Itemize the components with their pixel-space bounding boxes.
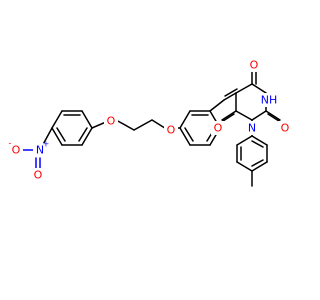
bond-double-inner bbox=[184, 127, 194, 142]
label-bg bbox=[278, 121, 292, 135]
bond bbox=[179, 127, 191, 146]
bond bbox=[236, 161, 253, 172]
bond-ring-o1 bbox=[91, 121, 107, 129]
bond-double-inner bbox=[251, 140, 264, 148]
atom-n-nitro: N bbox=[36, 144, 44, 157]
label-bg bbox=[9, 143, 23, 157]
atom-o-ether-2: O bbox=[167, 124, 176, 137]
charge-minus: - bbox=[9, 139, 12, 148]
bond-ch-c5 bbox=[223, 92, 237, 101]
label-bg bbox=[245, 121, 259, 135]
label-bg bbox=[31, 168, 45, 182]
atom-o-nitro: O bbox=[34, 169, 43, 182]
label-bg bbox=[164, 123, 178, 137]
bond bbox=[236, 135, 253, 146]
bond-o1-ch2 bbox=[115, 119, 135, 131]
bond-ring-ch bbox=[209, 99, 225, 112]
label-bg bbox=[247, 58, 261, 72]
structure-canvas: O - N + O O O O NH O N O bbox=[8, 58, 292, 187]
bond bbox=[251, 110, 267, 121]
bond bbox=[81, 110, 93, 129]
label-bg bbox=[259, 93, 279, 107]
bond-double-inner bbox=[78, 127, 88, 142]
bond bbox=[51, 110, 63, 129]
pyrimidine-ring bbox=[235, 83, 267, 121]
atom-o-nitro-minus: O bbox=[12, 144, 21, 157]
charge-plus: + bbox=[43, 140, 50, 149]
tolyl-ring bbox=[236, 135, 268, 172]
bond-carbonyl-right bbox=[265, 110, 281, 121]
nitrophenyl-ring bbox=[51, 110, 93, 146]
atom-o-ether-1: O bbox=[107, 115, 116, 128]
bond-ch2-ch2 bbox=[133, 119, 153, 131]
bond-carbonyl-bottom bbox=[221, 110, 237, 121]
atom-o-carbonyl-right: O bbox=[281, 122, 290, 135]
bond bbox=[251, 161, 268, 172]
atom-n-ring: N bbox=[248, 122, 256, 135]
bond bbox=[235, 83, 253, 94]
bond-ch-c5-double bbox=[224, 88, 238, 97]
atom-nh: NH bbox=[261, 94, 278, 107]
label-bg bbox=[33, 143, 47, 157]
label-bg bbox=[104, 114, 118, 128]
bond bbox=[51, 127, 63, 146]
atom-o-carbonyl-top: O bbox=[250, 59, 259, 72]
bond bbox=[81, 127, 93, 146]
atom-o-carbonyl-bottom: O bbox=[214, 122, 223, 135]
bond bbox=[251, 83, 267, 94]
bond-double-inner bbox=[56, 127, 66, 142]
bond-double-inner bbox=[251, 159, 264, 167]
bond bbox=[251, 135, 268, 146]
label-bg bbox=[211, 121, 225, 135]
bond bbox=[235, 110, 253, 121]
molecule-structure: O - N + O O O O NH O N O bbox=[8, 58, 292, 187]
bond bbox=[179, 110, 191, 129]
